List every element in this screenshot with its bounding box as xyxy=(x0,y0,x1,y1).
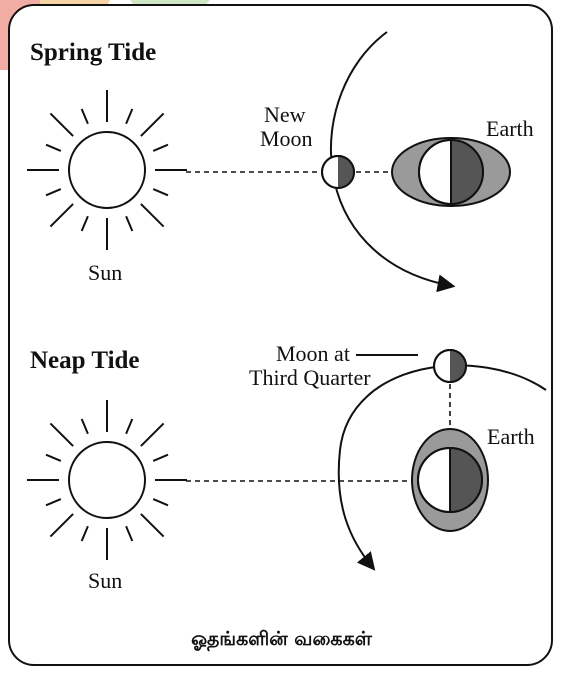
sun-ray xyxy=(49,513,74,538)
sun-ray xyxy=(49,422,74,447)
sun-ray xyxy=(125,215,134,232)
spring-new-moon xyxy=(321,155,355,189)
sun-ray xyxy=(125,525,134,542)
sun-ray xyxy=(125,108,134,125)
sun-ray xyxy=(152,453,169,462)
sun-ray xyxy=(140,112,165,137)
figure-frame xyxy=(8,4,553,666)
spring-new-moon-label-line2: Moon xyxy=(260,126,313,151)
sun-ray xyxy=(140,422,165,447)
spring-new-moon-label-line1: New xyxy=(264,102,306,127)
neap-sun xyxy=(27,400,187,560)
figure-caption: ஓதங்களின் வகைகள் xyxy=(191,628,372,650)
spring-earth-label: Earth xyxy=(486,116,534,141)
sun-ray xyxy=(140,203,165,228)
sun-ray xyxy=(45,498,62,507)
sun-ray xyxy=(80,525,89,542)
sun-ray xyxy=(80,215,89,232)
neap-tide-title: Neap Tide xyxy=(30,347,140,374)
sun-ray xyxy=(125,418,134,435)
sun-ray xyxy=(152,143,169,152)
neap-moon-orbit xyxy=(337,364,547,571)
sun-ray xyxy=(80,418,89,435)
sun-ray xyxy=(140,513,165,538)
neap-quarter-moon xyxy=(433,349,467,383)
sun-ray xyxy=(152,498,169,507)
spring-tide-title: Spring Tide xyxy=(30,39,157,66)
sun-ray xyxy=(45,453,62,462)
sun-ray xyxy=(45,143,62,152)
spring-sun-label: Sun xyxy=(88,260,123,285)
sun-ray xyxy=(45,188,62,197)
neap-moon-label-line1: Moon at xyxy=(276,341,350,366)
spring-earth xyxy=(391,137,511,207)
neap-moon-label-line2: Third Quarter xyxy=(249,365,371,390)
sun-ray xyxy=(49,203,74,228)
spring-sun xyxy=(27,90,187,250)
sun-ray xyxy=(49,112,74,137)
neap-earth xyxy=(411,428,489,532)
neap-earth-label: Earth xyxy=(487,424,535,449)
sun-ray xyxy=(80,108,89,125)
sun-ray xyxy=(152,188,169,197)
neap-sun-label: Sun xyxy=(88,568,123,593)
